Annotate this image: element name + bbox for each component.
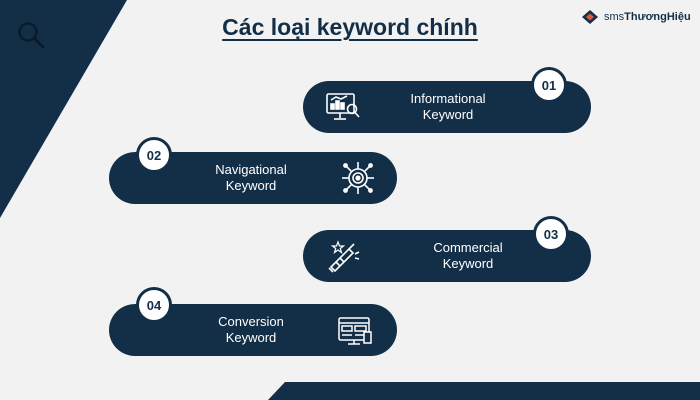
keyword-title-line1: Navigational [215, 162, 287, 177]
search-icon [16, 20, 46, 50]
brand-name: smsThươngHiệu [604, 11, 691, 23]
keyword-title-line2: Keyword [225, 178, 277, 193]
keyword-title-line2: Keyword [422, 107, 474, 122]
keyword-title-line1: Conversion [218, 314, 284, 329]
page-title: Các loại keyword chính [222, 14, 478, 40]
brand-logo-icon [582, 10, 598, 24]
target-network-icon [340, 160, 376, 196]
step-badge-02: 02 [136, 137, 172, 173]
brand-logo: smsThươngHiệu [580, 8, 691, 26]
megaphone-icon [325, 238, 361, 274]
step-badge-04: 04 [136, 287, 172, 323]
keyword-title-line2: Keyword [442, 256, 494, 271]
step-badge-01: 01 [531, 67, 567, 103]
web-layout-icon [337, 312, 373, 348]
keyword-card-informational: Informational Keyword [303, 81, 591, 133]
keyword-title-line2: Keyword [225, 330, 277, 345]
keyword-title-line1: Commercial [433, 240, 503, 255]
analytics-monitor-icon [325, 89, 361, 125]
step-badge-03: 03 [533, 216, 569, 252]
keyword-title-line1: Informational [410, 91, 486, 106]
